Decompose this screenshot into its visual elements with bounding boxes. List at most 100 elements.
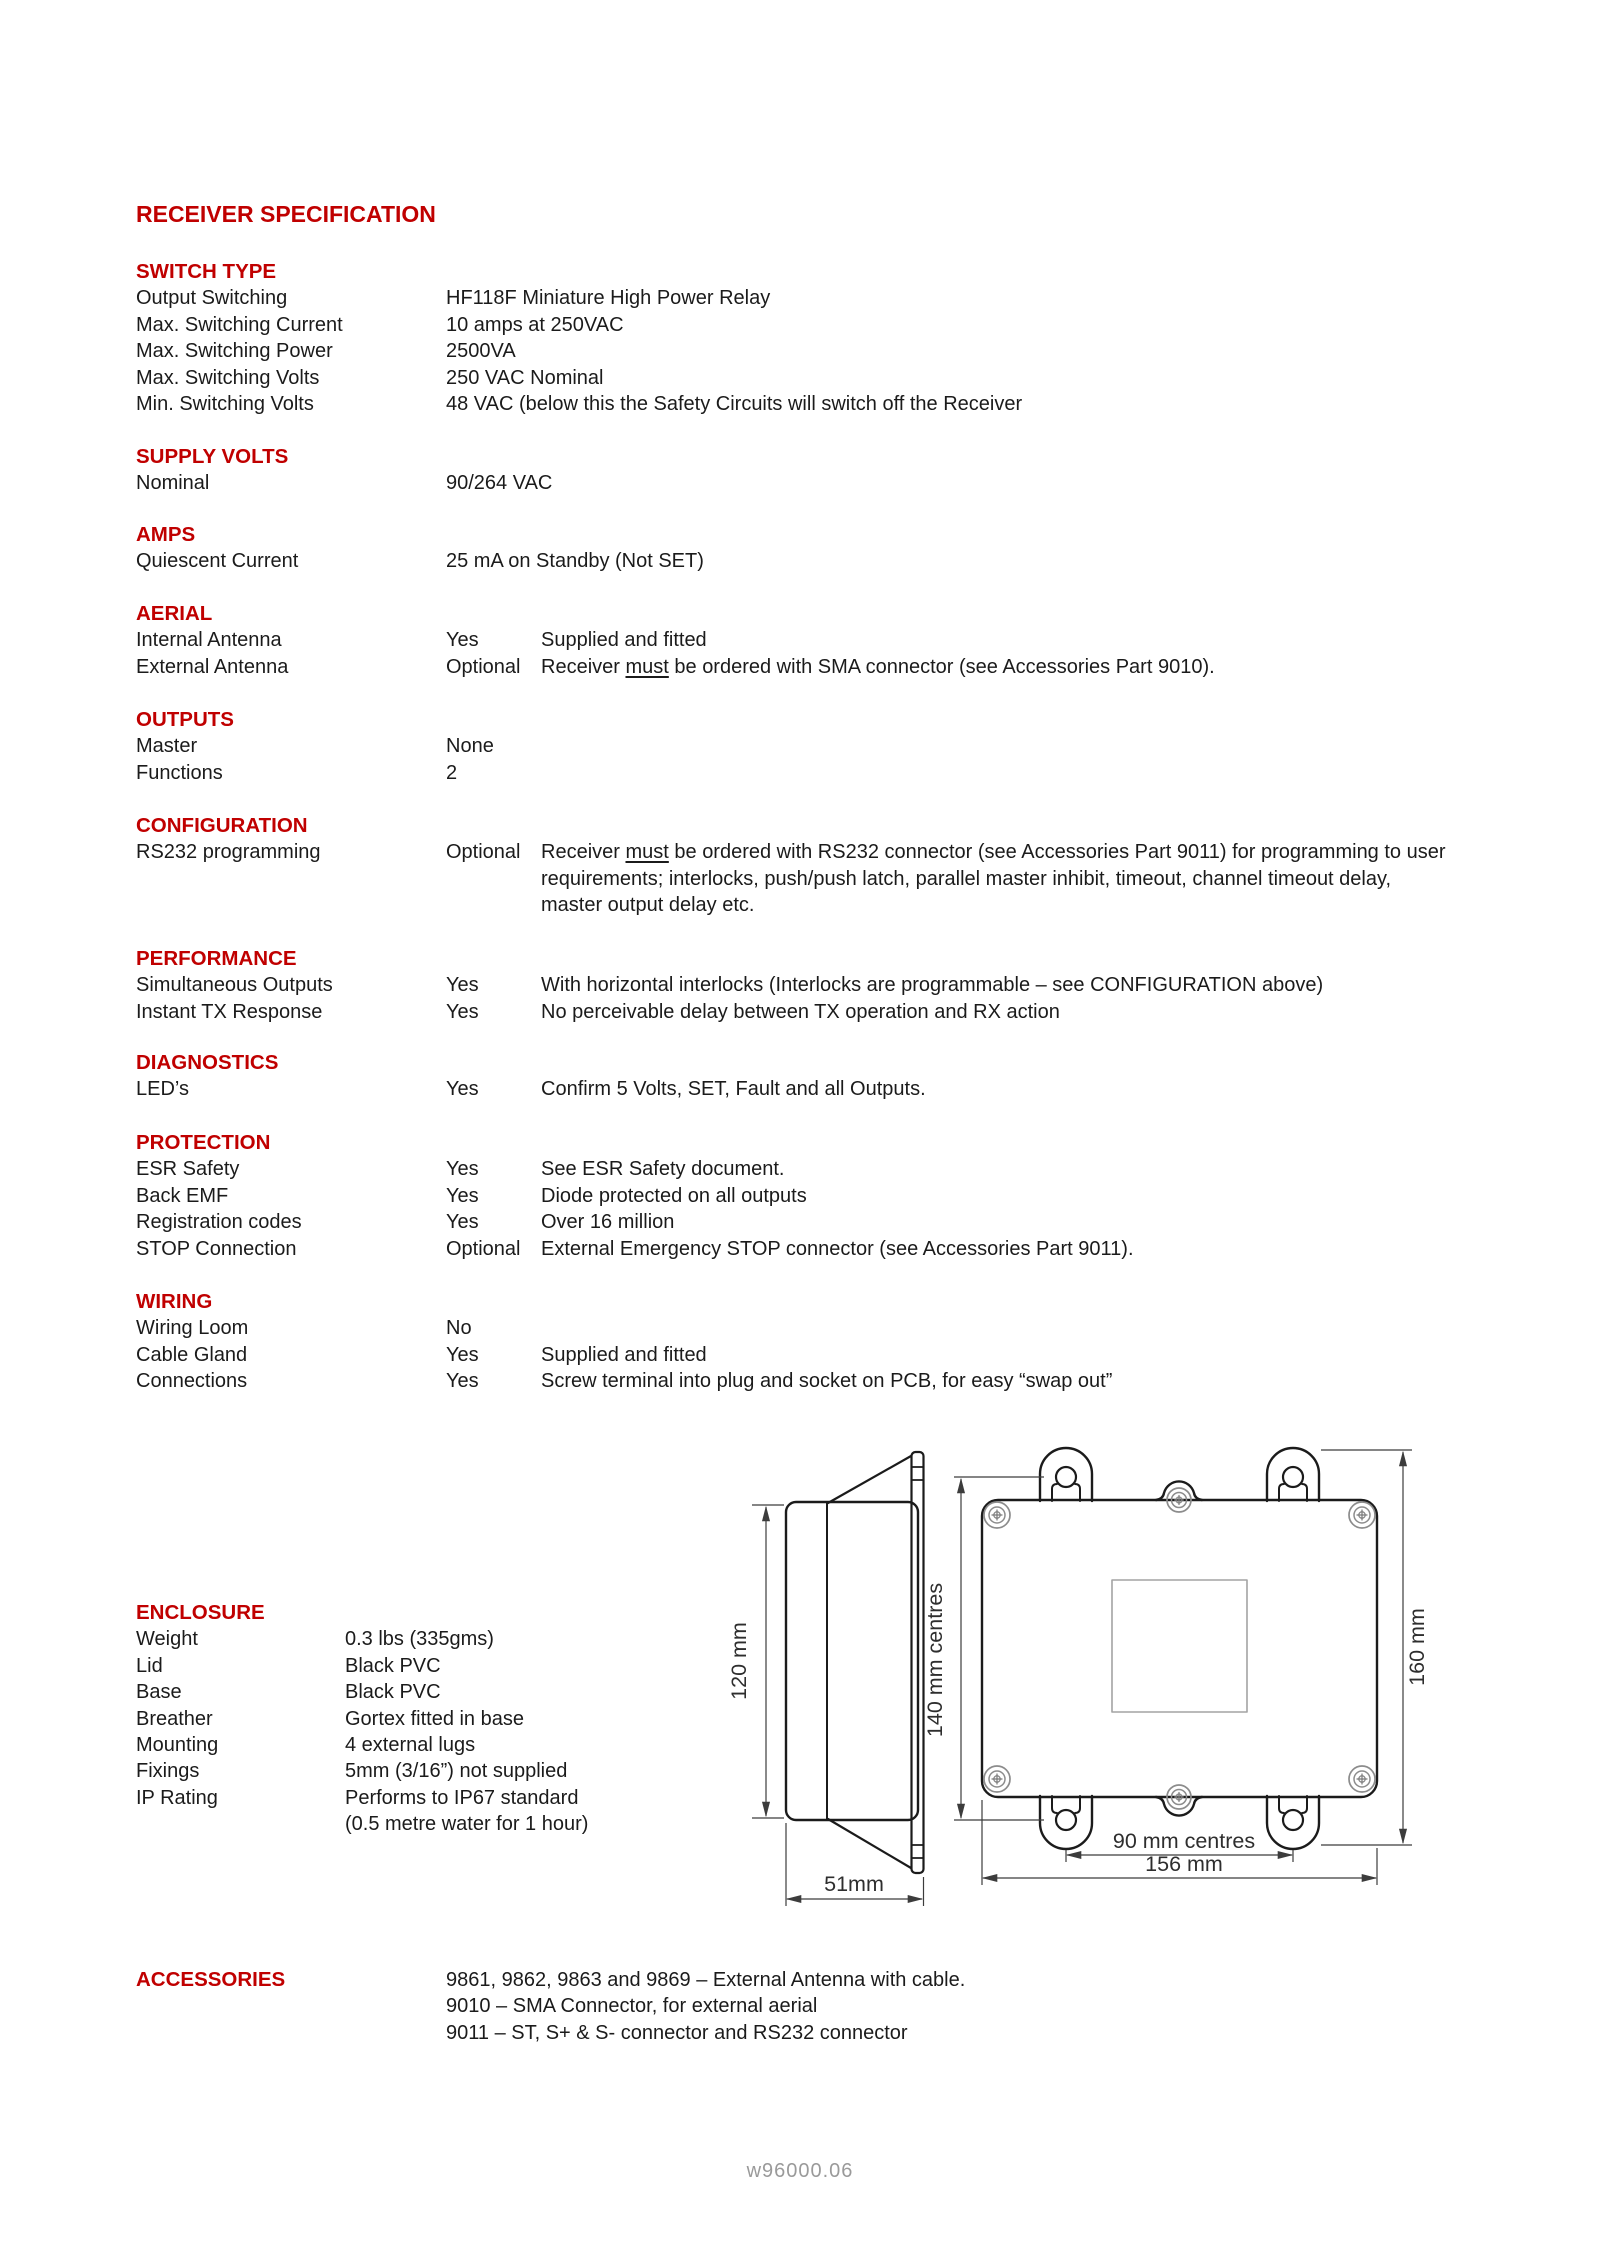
spec-value: None [446,735,494,758]
bottom-centre-tab [1154,1795,1204,1817]
spec-label: Functions [136,761,223,784]
screw-icon [1166,1784,1192,1810]
spec-value: 250 VAC Nominal [446,366,604,389]
dim-140mm-centres: 140 mm centres [923,1583,947,1737]
screws [983,1487,1376,1810]
spec-value: 25 mA on Standby (Not SET) [446,550,704,573]
spec-label: Simultaneous Outputs [136,974,333,997]
section-heading: PERFORMANCE [136,947,297,970]
spec-label: Connections [136,1370,248,1393]
section-amps: AMPS Quiescent Current 25 mA on Standby (… [136,522,704,575]
dim-90mm-centres: 90 mm centres [1113,1829,1255,1853]
spec-value: No [446,1317,472,1340]
page-title: RECEIVER SPECIFICATION [136,201,436,227]
spec-label: Master [136,735,198,758]
section-heading: AERIAL [136,602,213,625]
spec-value: 0.3 lbs (335gms) [345,1628,494,1651]
section-heading: SUPPLY VOLTS [136,445,289,468]
spec-label: Internal Antenna [136,629,282,652]
desc-text: Receiver [541,655,626,678]
dim-156mm: 156 mm [1145,1852,1223,1876]
spec-desc: requirements; interlocks, push/push latc… [541,867,1392,890]
spec-desc: See ESR Safety document. [541,1158,785,1181]
spec-value: Black PVC [345,1681,441,1704]
spec-label: STOP Connection [136,1237,297,1260]
spec-desc: Screw terminal into plug and socket on P… [541,1370,1113,1393]
spec-value: Optional [446,1237,521,1260]
section-supply-volts: SUPPLY VOLTS Nominal 90/264 VAC [136,444,552,497]
screw-icon [1166,1487,1192,1513]
spec-label: Quiescent Current [136,550,299,573]
spec-desc: No perceivable delay between TX operatio… [541,1000,1060,1023]
desc-underlined: must [625,655,669,678]
spec-label: Breather [136,1707,213,1730]
enclosure-technical-drawing: 120 mm 140 mm centres 51mm 160 mm 90 mm … [727,1446,1429,1906]
spec-value: Yes [446,629,479,652]
top-centre-tab [1154,1480,1204,1502]
spec-value: 2500VA [446,340,516,363]
screw-icon [1348,1765,1376,1793]
spec-value: Yes [446,1343,479,1366]
section-heading: OUTPUTS [136,708,234,731]
dimension-lines [752,1449,1412,1906]
desc-underlined: must [625,841,669,864]
spec-value: Yes [446,1000,479,1023]
spec-value: Yes [446,1078,479,1101]
spec-label: Instant TX Response [136,1000,323,1023]
spec-row: Max. Switching Volts 250 VAC Nominal [136,365,603,391]
spec-value: 2 [446,761,458,784]
spec-value: 90/264 VAC [446,472,553,495]
spec-label: Back EMF [136,1184,229,1207]
dim-51mm: 51mm [824,1872,884,1896]
spec-label: Max. Switching Current [136,313,343,336]
spec-value: 48 VAC (below this the Safety Circuits w… [446,392,1023,415]
spec-label: Lid [136,1654,163,1677]
section-heading: DIAGNOSTICS [136,1051,279,1074]
spec-label: External Antenna [136,655,289,678]
spec-row: master output delay etc. [136,892,754,918]
spec-row: RS232 programming Optional Receiver must… [136,839,1446,865]
desc-text: Receiver [541,841,626,864]
desc-text: be ordered with RS232 connector (see Acc… [668,841,1446,864]
spec-label: Nominal [136,472,210,495]
spec-label: Output Switching [136,287,288,310]
spec-label: Min. Switching Volts [136,392,314,415]
mounting-lug [1265,1446,1321,1503]
spec-label: RS232 programming [136,841,321,864]
spec-label: Mounting [136,1733,219,1756]
spec-label: Max. Switching Volts [136,366,320,389]
spec-desc: Confirm 5 Volts, SET, Fault and all Outp… [541,1078,926,1101]
desc-text: be ordered with SMA connector (see Acces… [668,655,1215,678]
spec-row: Master None [136,733,494,759]
screw-icon [983,1765,1011,1793]
accessory-line: 9861, 9862, 9863 and 9869 – External Ant… [446,1969,966,1991]
accessory-line: 9010 – SMA Connector, for external aeria… [446,1995,818,2018]
spec-value: 10 amps at 250VAC [446,313,624,336]
section-heading: PROTECTION [136,1131,271,1154]
spec-value: 5mm (3/16”) not supplied [345,1760,568,1783]
mounting-lug [1038,1794,1094,1851]
spec-label: Max. Switching Power [136,340,333,363]
screw-icon [983,1501,1011,1529]
section-heading: AMPS [136,523,196,546]
spec-row: Functions 2 [136,760,457,786]
spec-desc: Diode protected on all outputs [541,1184,807,1207]
dim-120mm: 120 mm [727,1622,751,1700]
